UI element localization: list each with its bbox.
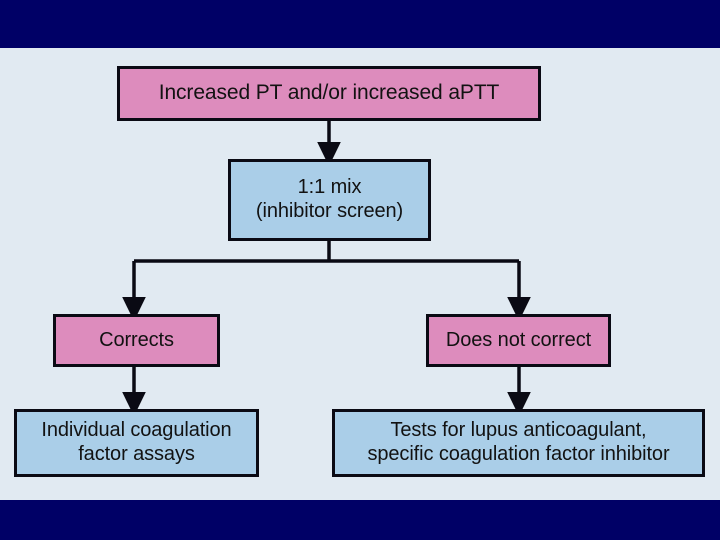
node-factor-assays-label-line1: Individual coagulation [41, 419, 232, 442]
node-corrects-label: Corrects [99, 328, 174, 351]
node-individual-factor-assays[interactable]: Individual coagulation factor assays [14, 409, 259, 477]
node-increased-label: Increased PT and/or increased aPTT [158, 81, 500, 105]
bottom-band [0, 500, 720, 540]
node-lupus-label-line1: Tests for lupus anticoagulant, [390, 419, 647, 442]
node-does-not-correct-label: Does not correct [445, 328, 592, 351]
node-factor-assays-label-line2: factor assays [78, 443, 195, 465]
node-corrects[interactable]: Corrects [53, 314, 220, 367]
node-mix-label-line1: 1:1 mix [297, 176, 362, 199]
top-band [0, 0, 720, 48]
node-lupus-label-line2: specific coagulation factor inhibitor [367, 443, 670, 465]
node-mix-label-line2: (inhibitor screen) [255, 200, 404, 222]
node-one-to-one-mix[interactable]: 1:1 mix (inhibitor screen) [228, 159, 431, 241]
node-lupus-anticoagulant-tests[interactable]: Tests for lupus anticoagulant, specific … [332, 409, 705, 477]
node-increased-pt-aptt[interactable]: Increased PT and/or increased aPTT [117, 66, 541, 121]
node-does-not-correct[interactable]: Does not correct [426, 314, 611, 367]
